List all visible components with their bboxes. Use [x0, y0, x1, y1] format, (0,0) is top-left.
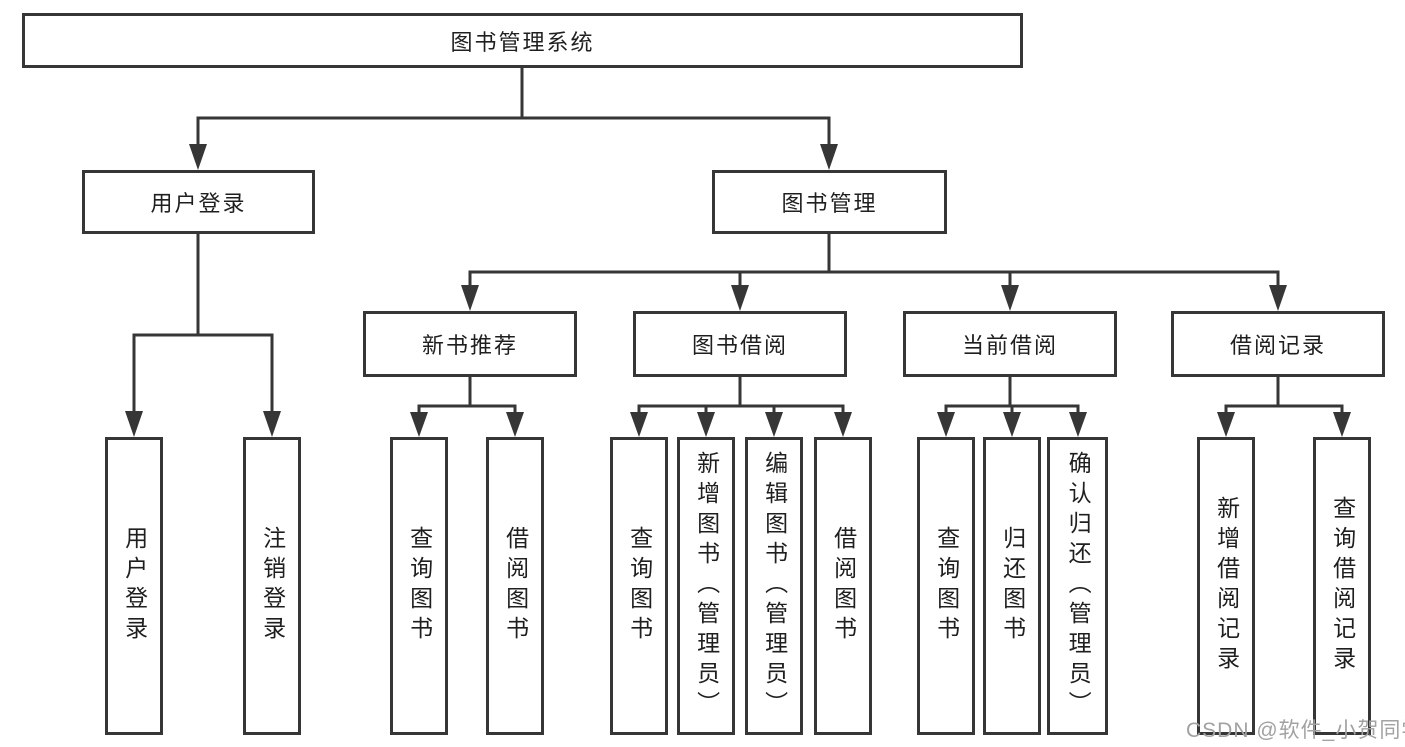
leaf-label: 查询图书	[626, 526, 653, 646]
arrowhead	[263, 411, 281, 437]
arrowhead	[1001, 285, 1019, 311]
leaf-query-books-recommend: 查询图书	[390, 437, 448, 735]
arrowhead	[1217, 412, 1235, 437]
leaf-query-borrow-record: 查询借阅记录	[1313, 437, 1371, 735]
arrowhead	[1069, 412, 1087, 437]
arrowhead	[731, 285, 749, 311]
leaf-label: 注销登录	[259, 526, 286, 646]
node-label: 图书借阅	[691, 333, 788, 358]
node-label: 图书管理	[781, 191, 878, 216]
arrowhead	[506, 412, 524, 437]
arrowhead	[1269, 285, 1287, 311]
connector-borrowrecords-to-children	[1217, 375, 1351, 437]
leaf-label: 查询借阅记录	[1329, 496, 1356, 676]
leaf-query-books-current: 查询图书	[917, 437, 975, 735]
arrowhead	[937, 412, 955, 437]
arrowhead	[697, 412, 715, 437]
leaf-edit-book-admin: 编辑图书（管理员）	[745, 437, 803, 735]
node-label: 当前借阅	[961, 333, 1058, 358]
leaf-borrow-books: 借阅图书	[814, 437, 872, 735]
arrowhead	[189, 144, 207, 170]
arrowhead	[834, 412, 852, 437]
connector-bookborrow-to-children	[630, 375, 852, 437]
leaf-query-books-borrow: 查询图书	[610, 437, 668, 735]
node-borrowing-records: 借阅记录	[1171, 311, 1385, 377]
leaf-label: 借阅图书	[830, 526, 857, 646]
leaf-logout: 注销登录	[243, 437, 301, 735]
arrowhead	[820, 144, 838, 170]
connector-newbooks-to-children	[410, 375, 524, 437]
node-label: 新书推荐	[421, 333, 518, 358]
node-user-login: 用户登录	[82, 170, 315, 234]
node-new-book-recommendation: 新书推荐	[363, 311, 577, 377]
leaf-user-login: 用户登录	[105, 437, 163, 735]
node-book-management: 图书管理	[712, 170, 947, 234]
connector-bookmgmt-to-level3	[461, 232, 1287, 311]
leaf-add-book-admin: 新增图书（管理员）	[677, 437, 735, 735]
arrowhead	[1003, 412, 1021, 437]
leaf-label: 用户登录	[121, 526, 148, 646]
node-label: 借阅记录	[1229, 333, 1326, 358]
leaf-label: 归还图书	[999, 526, 1026, 646]
leaf-label: 查询图书	[406, 526, 433, 646]
leaf-label: 借阅图书	[502, 526, 529, 646]
arrowhead	[125, 411, 143, 437]
leaf-label: 查询图书	[933, 526, 960, 646]
connector-userlogin-to-children	[125, 232, 281, 437]
leaf-return-book: 归还图书	[983, 437, 1041, 735]
leaf-confirm-return-admin: 确认归还（管理员）	[1047, 437, 1108, 735]
connector-currentborrow-to-children	[937, 375, 1087, 437]
connector-root-to-level2	[189, 66, 838, 170]
leaf-add-borrow-record: 新增借阅记录	[1197, 437, 1255, 735]
leaf-label: 新增借阅记录	[1213, 496, 1240, 676]
node-current-borrowing: 当前借阅	[903, 311, 1117, 377]
leaf-label: 编辑图书（管理员）	[761, 451, 788, 721]
leaf-label: 确认归还（管理员）	[1065, 451, 1092, 721]
watermark: CSDN @软件_小贺同学	[1186, 719, 1405, 742]
node-label: 用户登录	[150, 191, 247, 216]
arrowhead	[1333, 412, 1351, 437]
node-book-borrowing: 图书借阅	[633, 311, 847, 377]
arrowhead	[410, 412, 428, 437]
node-library-management-system: 图书管理系统	[22, 13, 1023, 68]
leaf-label: 新增图书（管理员）	[693, 451, 720, 721]
arrowhead	[765, 412, 783, 437]
node-label: 图书管理系统	[450, 29, 595, 55]
leaf-borrow-books-recommend: 借阅图书	[486, 437, 544, 735]
arrowhead	[630, 412, 648, 437]
arrowhead	[461, 285, 479, 311]
